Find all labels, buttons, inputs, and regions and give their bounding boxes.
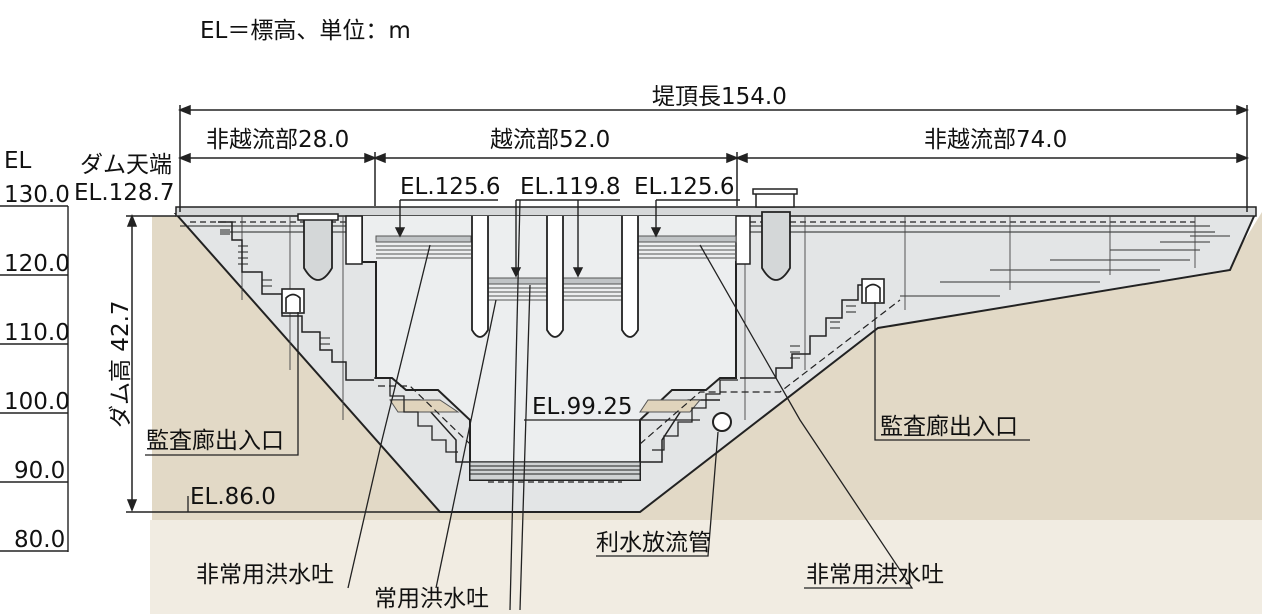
el-tick-80: 80.0 xyxy=(14,527,65,553)
right-non-overflow-label: 非越流部74.0 xyxy=(924,127,1067,153)
left-stairs xyxy=(218,221,374,381)
ground-fade xyxy=(150,520,1262,614)
spill-left-elevation: EL.125.6 xyxy=(400,174,501,200)
overflow-gap-left xyxy=(345,215,363,265)
right-gallery-entrance xyxy=(861,278,885,304)
dam-height-label: ダム高 42.7 xyxy=(108,300,134,428)
right-basin-steps xyxy=(652,379,738,451)
el-scale xyxy=(0,205,69,552)
block-joints xyxy=(241,216,1196,420)
crest-elevation: EL.128.7 xyxy=(74,180,175,206)
emergency-left-label: 非常用洪水吐 xyxy=(196,562,334,588)
emergency-right-label: 非常用洪水吐 xyxy=(806,562,944,588)
el-tick-130: 130.0 xyxy=(4,182,70,208)
el-tick-110: 110.0 xyxy=(4,320,70,346)
overflow-gap-right xyxy=(735,215,751,265)
left-gallery-entrance xyxy=(281,288,305,314)
ground-area xyxy=(152,212,1262,614)
dam-height-dimension xyxy=(126,213,176,513)
left-spill-crest xyxy=(375,235,472,259)
right-stair-hatching xyxy=(790,305,856,359)
left-stair-hatching xyxy=(220,225,330,345)
right-gate-tower xyxy=(761,211,791,281)
right-dashed-gallery xyxy=(639,299,901,445)
base-elevation: EL.86.0 xyxy=(190,484,276,510)
right-spill-crest xyxy=(636,235,737,259)
el-tick-100: 100.0 xyxy=(4,389,70,415)
crest-length-label: 堤頂長154.0 xyxy=(652,84,787,110)
right-stairs xyxy=(740,284,870,379)
left-basin-steps xyxy=(374,377,458,453)
elevation-leaders xyxy=(394,199,740,278)
apron-right-sand xyxy=(639,399,702,413)
left-gate-cap xyxy=(297,213,339,221)
spill-right-elevation: EL.125.6 xyxy=(634,174,735,200)
section-dimension xyxy=(177,152,1250,206)
apron-elevation: EL.99.25 xyxy=(532,394,633,420)
crest-title: ダム天端 xyxy=(80,152,172,178)
callout-leaders xyxy=(145,199,1030,611)
water-outlet-label: 利水放流管 xyxy=(596,530,711,556)
right-gate-house-roof xyxy=(752,188,798,195)
normal-spillway-label: 常用洪水吐 xyxy=(374,586,489,612)
left-gate-tower xyxy=(303,217,333,281)
overflow-label: 越流部52.0 xyxy=(490,127,610,153)
apron-hatching xyxy=(469,461,641,481)
left-non-overflow-label: 非越流部28.0 xyxy=(206,127,349,153)
water-outlet-pipe-icon xyxy=(712,412,732,432)
legend-note: EL＝標高、単位：m xyxy=(200,18,411,44)
gallery-left-label: 監査廊出入口 xyxy=(146,428,284,454)
spill-center-elevation: EL.119.8 xyxy=(520,174,621,200)
el-scale-header: EL xyxy=(4,148,32,174)
right-step-lines xyxy=(900,235,1230,297)
apron-left-sand xyxy=(389,399,460,413)
gallery-right-label: 監査廊出入口 xyxy=(880,414,1018,440)
el-tick-90: 90.0 xyxy=(14,458,65,484)
el-tick-120: 120.0 xyxy=(4,251,70,277)
spillway-piers xyxy=(471,216,639,338)
right-gate-house xyxy=(755,192,795,208)
